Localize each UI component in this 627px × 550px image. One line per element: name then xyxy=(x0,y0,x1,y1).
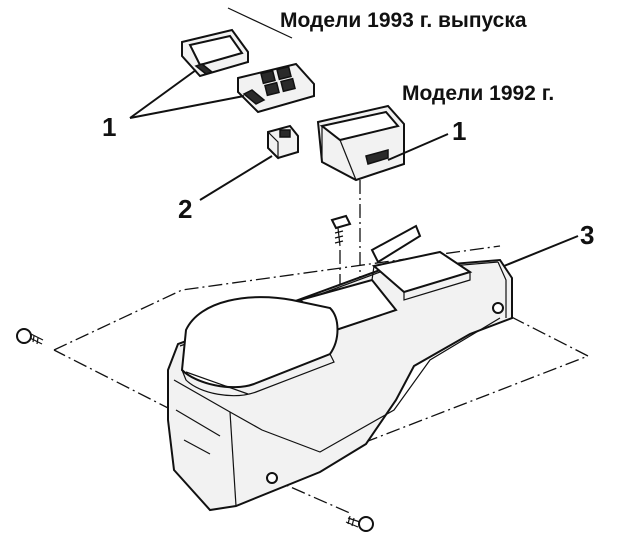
part-2-switch xyxy=(267,124,299,160)
caption-model-1992: Модели 1992 г. xyxy=(402,82,554,105)
console-armrest xyxy=(180,296,339,397)
callout-3: 3 xyxy=(580,220,594,250)
align-line-left-bolt xyxy=(53,245,501,351)
bolt-left xyxy=(16,328,44,345)
align-line-bottom-bolt xyxy=(269,477,353,515)
tray-1992-box xyxy=(316,104,405,182)
tray-1993-lower xyxy=(237,62,315,114)
callout-2: 2 xyxy=(178,194,192,224)
leader-2 xyxy=(199,155,273,201)
leader-3 xyxy=(503,235,579,267)
reference-line-top xyxy=(227,7,293,39)
bolt-bottom xyxy=(345,515,374,532)
leader-1-to-1992-box xyxy=(387,133,449,161)
align-line-right-bolt xyxy=(261,305,590,483)
leader-1-to-upper-tray xyxy=(129,69,197,119)
leader-1-to-lower-tray xyxy=(129,95,245,119)
align-line-left-lower xyxy=(53,349,173,411)
screw-top xyxy=(330,214,352,247)
tray-1993-upper xyxy=(181,28,249,78)
callout-1-top: 1 xyxy=(102,112,116,142)
caption-model-1993: Модели 1993 г. выпуска xyxy=(280,9,527,32)
callout-1-right: 1 xyxy=(452,116,466,146)
